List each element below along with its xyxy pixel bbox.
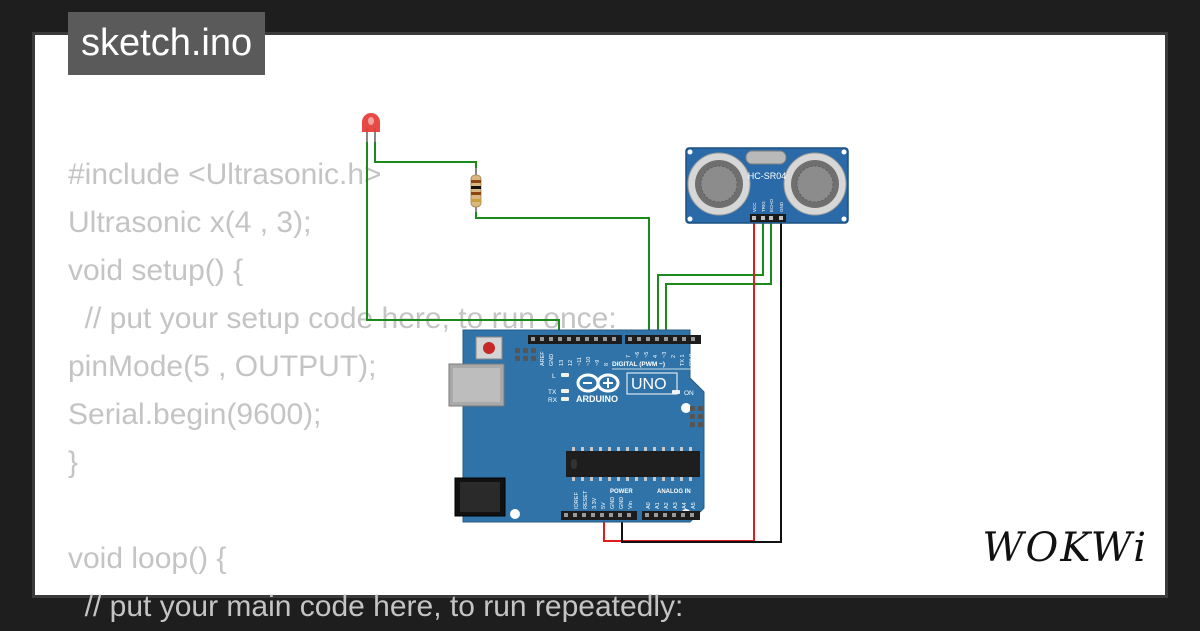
arduino-uno-board[interactable]: AREF GND 13 12 ~11 ~10 ~9 8 7 ~6 ~5 4 ~3… xyxy=(448,329,705,523)
digital-header-1 xyxy=(528,335,622,344)
pin-label: AREF xyxy=(540,351,546,366)
pin-label: A5 xyxy=(691,502,697,509)
pin-label: IOREF xyxy=(574,492,580,509)
resistor-band xyxy=(471,199,481,202)
code-line: } xyxy=(68,446,79,479)
pin-label: ~9 xyxy=(595,360,601,366)
wire-trig-pin4[interactable] xyxy=(657,222,764,340)
power-header xyxy=(561,511,637,520)
wire-led-resistor[interactable] xyxy=(374,140,477,172)
pin-label: A0 xyxy=(646,502,652,509)
code-line: Ultrasonic x(4 , 3); xyxy=(68,206,312,239)
pin-label: 12 xyxy=(568,360,574,366)
icsp-header xyxy=(515,348,536,361)
crystal xyxy=(745,150,787,165)
wokwi-logo: WOKWi xyxy=(982,525,1148,571)
microcontroller-chip xyxy=(566,451,700,477)
code-line: // put your main code here, to run repea… xyxy=(68,590,684,623)
wire-led-gnd[interactable] xyxy=(366,140,560,340)
pin-label: 13 xyxy=(559,360,565,366)
digital-label: DIGITAL (PWM ~) xyxy=(612,361,665,368)
top-pin-labels: AREF GND 13 12 ~11 ~10 ~9 8 7 ~6 ~5 4 ~3… xyxy=(540,351,695,366)
pin-label: TX 1 xyxy=(680,354,686,366)
pin-label: 3.3V xyxy=(592,497,598,509)
transducer-right xyxy=(783,152,847,216)
pin-label: 2 xyxy=(671,355,677,358)
icsp-header-right xyxy=(690,406,703,427)
board-model: UNO xyxy=(631,376,667,393)
top-header-pins xyxy=(531,337,695,341)
resistor-band xyxy=(471,186,481,189)
pin-label: RESET xyxy=(583,490,589,509)
analog-header xyxy=(642,511,700,520)
digital-header-2 xyxy=(625,335,701,344)
resistor-band xyxy=(471,192,481,195)
wire-echo-pin3[interactable] xyxy=(665,222,772,340)
code-line: void setup() { xyxy=(68,254,244,287)
pin-label: 8 xyxy=(604,363,610,366)
power-label: POWER xyxy=(610,489,633,495)
pin-label: ~3 xyxy=(662,352,668,358)
bottom-header-pins xyxy=(564,513,694,517)
pin-label: Vin xyxy=(628,501,634,509)
pin-label: ~11 xyxy=(577,357,583,366)
pin-label: A3 xyxy=(673,502,679,509)
sensor-pin-label: TRIG xyxy=(761,201,766,212)
ultrasonic-sensor[interactable]: HC-SR04 VCC TRIG ECHO GND xyxy=(685,147,849,224)
arduino-infinity-icon xyxy=(576,373,620,393)
pin-label: A1 xyxy=(655,502,661,509)
code-line: Serial.begin(9600); xyxy=(68,398,322,431)
code-line: #include <Ultrasonic.h> xyxy=(68,158,382,191)
sensor-pin-label: ECHO xyxy=(769,198,774,212)
pin-label: A4 xyxy=(682,502,688,509)
tx-led xyxy=(561,389,569,393)
code-line: void loop() { xyxy=(68,542,227,575)
on-led-label: ON xyxy=(684,390,694,397)
bottom-pin-labels: IOREF RESET 3.3V 5V GND GND Vin A0 A1 A2… xyxy=(574,490,697,509)
code-line: pinMode(5 , OUTPUT); xyxy=(68,350,377,383)
rx-led-label: RX xyxy=(548,397,558,404)
transducer-left xyxy=(687,152,751,216)
pin-label: 4 xyxy=(653,355,659,358)
sensor-pin-label: VCC xyxy=(752,202,757,212)
pin-label: GND xyxy=(619,497,625,509)
code-listing: #include <Ultrasonic.h> Ultrasonic x(4 , … xyxy=(68,151,683,631)
pin-label: ~10 xyxy=(586,357,592,366)
pin-label: ~5 xyxy=(644,352,650,358)
wire-resistor-pin5[interactable] xyxy=(475,210,650,340)
pin-label: 7 xyxy=(626,355,632,358)
tx-led-label: TX xyxy=(548,389,557,396)
pin-label: GND xyxy=(610,497,616,509)
rx-led xyxy=(561,397,569,401)
chip-pins xyxy=(572,447,692,481)
led[interactable] xyxy=(362,113,380,142)
pin-label: 5V xyxy=(601,502,607,509)
analog-label: ANALOG IN xyxy=(657,489,691,495)
wire-gnd-gnd[interactable] xyxy=(621,222,782,543)
resistor[interactable] xyxy=(470,168,482,212)
pin-label: ~6 xyxy=(635,352,641,358)
sensor-label: HC-SR04 xyxy=(748,171,787,181)
sensor-pin-label: GND xyxy=(779,201,784,212)
pin-label: A2 xyxy=(664,502,670,509)
pin-label: RX 0 xyxy=(689,354,695,366)
pin-label: GND xyxy=(549,354,555,366)
file-name-tab[interactable]: sketch.ino xyxy=(68,12,266,75)
l-led-label: L xyxy=(552,373,556,380)
arduino-logo-text: ARDUINO xyxy=(576,394,618,404)
on-led xyxy=(672,390,680,394)
resistor-band xyxy=(471,180,481,183)
l-led xyxy=(561,373,569,377)
